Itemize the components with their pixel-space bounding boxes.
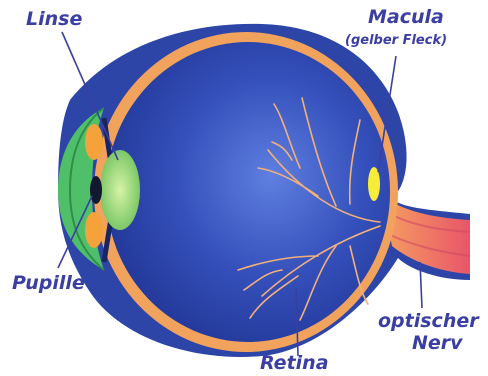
lens [100,150,140,230]
label-linse: Linse [26,10,82,29]
label-optic-nerve-line1: optischer [378,312,479,331]
macula-spot [368,167,380,201]
vitreous-body [106,42,390,342]
label-pupille: Pupille [12,274,85,293]
label-retina: Retina [260,354,329,373]
label-macula: Macula [368,8,444,27]
pupil [90,176,102,204]
label-macula-sub: (gelber Fleck) [345,34,447,47]
label-optic-nerve-line2: Nerv [412,334,463,353]
